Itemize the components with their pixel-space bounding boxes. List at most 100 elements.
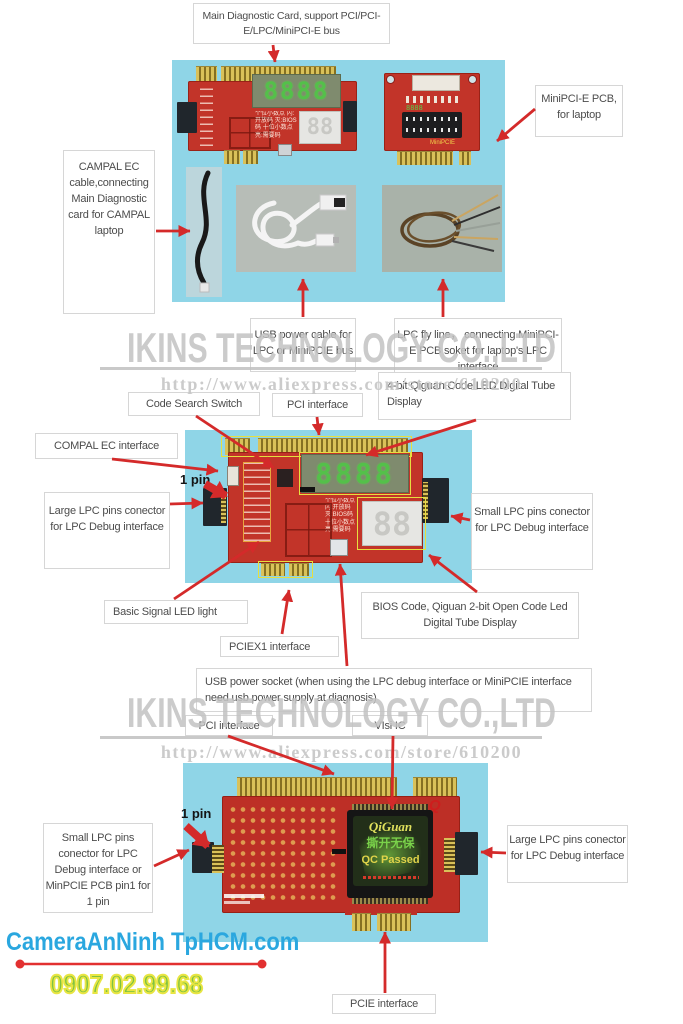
card1-pci-fingers-left [196, 66, 217, 82]
card2-mini-display: 8888 [406, 104, 423, 112]
sticker-fineprint-bar [363, 876, 419, 879]
top-photo-panel: 8888 88 个位小数点 闪:开放码 灭:BIOS码 十位小数点 亮:需要码 … [172, 60, 505, 302]
card3-right-lpc-connector [422, 478, 449, 523]
card4-black-mark [332, 849, 346, 854]
card1-led-column [200, 88, 213, 146]
card3-left-connector-pins [221, 491, 226, 523]
ec-cable-photo [186, 167, 222, 297]
card4-pci-fingers-right [413, 777, 457, 797]
card4-pcie-fingers-b [377, 913, 411, 931]
label-campal-ec-cable: CAMPAL EC cable,connecting Main Diagnost… [63, 150, 155, 314]
brand-site-text: CameraAnNinh TpHCM.com [6, 928, 300, 956]
card3-notes-2: 十位小数点 亮:需要码 [325, 519, 356, 533]
card1-right-lpc-connector [343, 101, 357, 132]
card4-chip-pins-bottom [352, 897, 428, 904]
sticker-chinese-text: 撕开无保 [366, 836, 415, 850]
card2-pad-row [406, 96, 460, 103]
card3-ec-switch [227, 466, 239, 486]
label-compal-ec-interface: COMPAL EC interface [35, 433, 178, 459]
label-large-lpc-bottom: Large LPC pins conector for LPC Debug in… [507, 825, 628, 883]
card2-pin-row-2 [406, 128, 458, 132]
label-main-diagnostic-card: Main Diagnostic Card, support PCI/PCI-E/… [193, 3, 390, 44]
card1-pciex1-fingers-b [243, 150, 258, 164]
card3-left-lpc-connector [203, 488, 227, 526]
card2-mount-hole-right [468, 75, 477, 84]
card2-pin-header [402, 112, 462, 138]
brand-phone-number: 0907.02.99.68 [49, 968, 204, 1000]
card4-right-lpc-connector [455, 832, 478, 875]
card1-silkscreen-notes: 个位小数点 闪:开放码 灭:BIOS码 十位小数点 亮:需要码 [255, 111, 298, 147]
label-minipcie-pcb: MiniPCI-E PCB, for laptop [535, 85, 623, 137]
card2-silk-label: MiniPCIE [430, 140, 456, 146]
label-code-search-switch: Code Search Switch [128, 392, 260, 416]
card3-4digit-display: 8888 [301, 454, 409, 493]
card3-2digit-highlight-box [357, 497, 426, 550]
card3-usb-power-socket [330, 539, 348, 556]
label-4bit-display: 4-bit Qiguan Code LED Digital Tube Displ… [378, 372, 571, 420]
card3-pciex1-fingers-b [289, 563, 309, 576]
label-small-lpc-bottom: Small LPC pins conector for LPC Debug in… [43, 823, 153, 913]
label-bios-code-display: BIOS Code, Qiguan 2-bit Open Code Led Di… [361, 592, 579, 639]
label-large-lpc-mid: Large LPC pins conector for LPC Debug in… [44, 492, 170, 569]
arrow-pciex1-interface [280, 589, 294, 635]
usb-cable-photo [236, 185, 356, 272]
watermark-url-2: http://www.aliexpress.com/store/610200 [160, 742, 523, 762]
card1-pciex1-fingers-a [224, 150, 240, 164]
watermark-url-1: http://www.aliexpress.com/store/610200 [160, 374, 523, 394]
card2-mount-hole-left [386, 75, 395, 84]
card1-notes-2: 十位小数点 亮:需要码 [255, 125, 293, 139]
watermark-underline-2 [100, 736, 542, 739]
label-pcie-interface: PCIE interface [332, 994, 436, 1014]
card4-pad-grid [228, 804, 340, 906]
brand-divider-line [15, 959, 267, 969]
card2-fingers-a [397, 151, 453, 165]
card1-2digit-display: 88 [299, 111, 341, 144]
lpc-fly-line-photo [382, 185, 502, 272]
label-pci-interface-bottom: PCI interface [185, 715, 273, 736]
card1-notes-1: 个位小数点 闪:开放码 灭:BIOS码 [255, 111, 297, 132]
label-pciex1-interface: PCIEX1 interface [220, 636, 339, 657]
lpc-fly-line-drawing [400, 194, 501, 252]
card1-4digit-display: 8888 [252, 74, 341, 108]
label-usb-power-cable: USB power cable for LPC or MiniPCIE bus [250, 318, 356, 372]
card4-right-connector-pins [444, 838, 456, 872]
ec-cable-drawing [195, 170, 211, 293]
label-vlsi-ic: VIsi IC [352, 715, 428, 736]
card3-code-chip [277, 469, 293, 487]
card3-qfp-footprint [285, 503, 332, 557]
card3-2digit-display: 88 [362, 501, 422, 546]
qiguan-logo: Q [429, 797, 441, 814]
card2-fingers-b [459, 151, 471, 165]
card4-model-silk-2 [224, 901, 250, 904]
card4-left-connector-pins [212, 845, 224, 873]
card3-pciex1-highlight-box [258, 561, 313, 578]
card2-pin-row-1 [406, 117, 458, 121]
card4-pci-fingers-left [237, 777, 397, 797]
card3-notes-1: 个位小数点 闪:开放码 灭:BIOS码 [325, 498, 356, 519]
watermark-url-wrap-1: http://www.aliexpress.com/store/610200 [0, 374, 683, 395]
card3-4digit-highlight-box [299, 452, 411, 495]
card4-model-silk-1 [224, 894, 264, 898]
card1-left-lpc-connector [177, 102, 197, 133]
label-usb-power-socket: USB power socket (when using the LPC deb… [196, 668, 592, 712]
card4-qc-sticker: QiGuan 撕开无保 QC Passed [353, 816, 428, 886]
card3-silkscreen-notes: 个位小数点 闪:开放码 灭:BIOS码 十位小数点 亮:需要码 [325, 498, 358, 556]
label-1pin-bottom: 1 pin [181, 806, 212, 821]
card4-pcie-tab [345, 903, 417, 915]
watermark-url-wrap-2: http://www.aliexpress.com/store/610200 [0, 742, 683, 763]
card4-left-lpc-connector [192, 842, 214, 873]
card3-black-mark [300, 487, 315, 492]
sticker-brand-text: QiGuan [368, 819, 413, 834]
card1-microusb-socket [278, 144, 292, 156]
card4-pcie-fingers-a [352, 913, 371, 931]
card2-white-connector [412, 75, 460, 91]
card3-led-column [243, 462, 271, 542]
card1-qfp-footprint [229, 117, 271, 149]
card3-pciex1-fingers-a [261, 563, 285, 576]
label-small-lpc-mid: Small LPC pins conector for LPC Debug in… [471, 493, 593, 570]
sticker-qc-text: QC Passed [361, 854, 420, 866]
label-1pin-mid: 1 pin [180, 472, 211, 487]
usb-cable-drawing [252, 194, 347, 249]
label-pci-interface-mid: PCI interface [272, 393, 363, 417]
